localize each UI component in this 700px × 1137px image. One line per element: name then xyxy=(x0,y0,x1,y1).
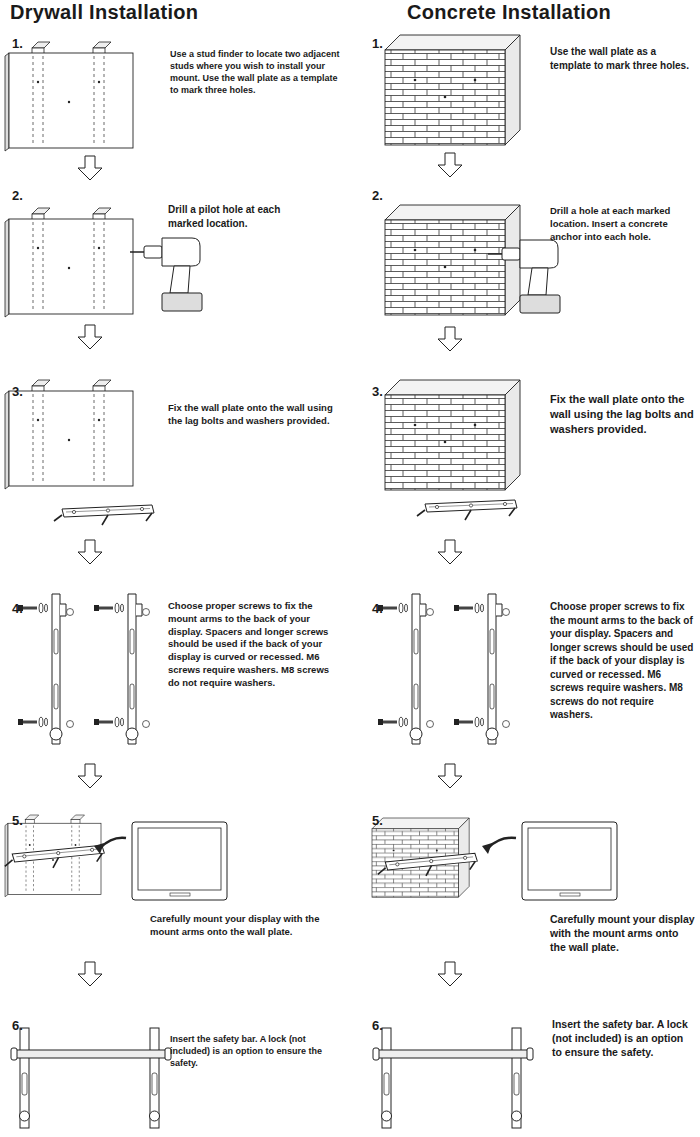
mount-arm xyxy=(486,594,510,744)
step-number: 6. xyxy=(372,1017,402,1035)
step-arrow xyxy=(438,540,462,564)
instruction-text: Use a stud finder to locate two adjacent… xyxy=(170,48,348,97)
display xyxy=(522,822,617,900)
mount-arm xyxy=(126,594,150,744)
screw xyxy=(454,603,484,613)
instruction-text: Drill a hole at each marked location. In… xyxy=(550,205,695,243)
step-arrow xyxy=(78,325,102,349)
step-number: 2. xyxy=(12,187,42,205)
step-number: 5. xyxy=(372,812,402,830)
instruction-text: Fix the wall plate onto the wall using t… xyxy=(168,402,343,428)
screw xyxy=(454,717,484,727)
step-number: 2. xyxy=(372,187,402,205)
safety-bar-mount xyxy=(373,1028,533,1128)
instruction-text: Drill a pilot hole at each marked locati… xyxy=(168,203,318,230)
brick-wall xyxy=(385,35,520,145)
step-number: 3. xyxy=(372,383,402,401)
wall-plate xyxy=(377,853,478,878)
mount-arrow xyxy=(482,843,492,854)
column-heading: Drywall Installation xyxy=(10,0,240,24)
screw xyxy=(18,717,48,727)
step-arrow xyxy=(438,962,462,986)
brick-wall xyxy=(385,380,520,490)
screw xyxy=(94,603,124,613)
instruction-text: Fix the wall plate onto the wall using t… xyxy=(550,392,695,437)
step-number: 1. xyxy=(372,35,402,53)
wall-plate xyxy=(417,500,517,520)
wall-plate xyxy=(54,505,154,525)
step-arrow xyxy=(78,540,102,564)
step-number: 5. xyxy=(12,812,42,830)
instruction-text: Carefully mount your display with the mo… xyxy=(150,913,340,939)
brick-wall xyxy=(385,205,520,315)
safety-bar-mount xyxy=(11,1028,171,1128)
step-arrow xyxy=(78,962,102,986)
instruction-text: Carefully mount your display with the mo… xyxy=(550,912,695,955)
mount-arrow xyxy=(94,843,104,854)
instruction-text: Insert the safety bar. A lock (not inclu… xyxy=(552,1017,692,1060)
step-number: 6. xyxy=(12,1017,42,1035)
step-arrow xyxy=(438,327,462,351)
mount-arrow xyxy=(100,838,126,848)
column-heading: Concrete Installation xyxy=(407,0,677,24)
mount-arm xyxy=(50,594,74,744)
instruction-text: Use the wall plate as a template to mark… xyxy=(550,45,695,72)
step-number: 4. xyxy=(12,600,42,618)
step-arrow xyxy=(438,764,462,788)
concrete-column xyxy=(372,35,617,1128)
wall-plate xyxy=(4,845,105,870)
display xyxy=(132,822,227,900)
drill xyxy=(488,240,560,313)
screw xyxy=(378,717,408,727)
instruction-text: Choose proper screws to fix the mount ar… xyxy=(168,600,343,690)
step-number: 1. xyxy=(12,35,42,53)
instruction-text: Choose proper screws to fix the mount ar… xyxy=(550,600,695,722)
instruction-text: Insert the safety bar. A lock (not inclu… xyxy=(170,1033,340,1069)
step-arrow xyxy=(78,156,102,180)
mount-arrow xyxy=(488,838,516,848)
drywall-panel xyxy=(5,42,133,151)
drywall-panel xyxy=(5,380,133,489)
step-number: 4. xyxy=(372,600,402,618)
drill xyxy=(130,238,202,311)
screw xyxy=(94,717,124,727)
mount-arm xyxy=(410,594,434,744)
step-arrow xyxy=(78,764,102,788)
step-arrow xyxy=(438,153,462,177)
step-number: 3. xyxy=(12,383,42,401)
drywall-panel xyxy=(5,208,133,317)
